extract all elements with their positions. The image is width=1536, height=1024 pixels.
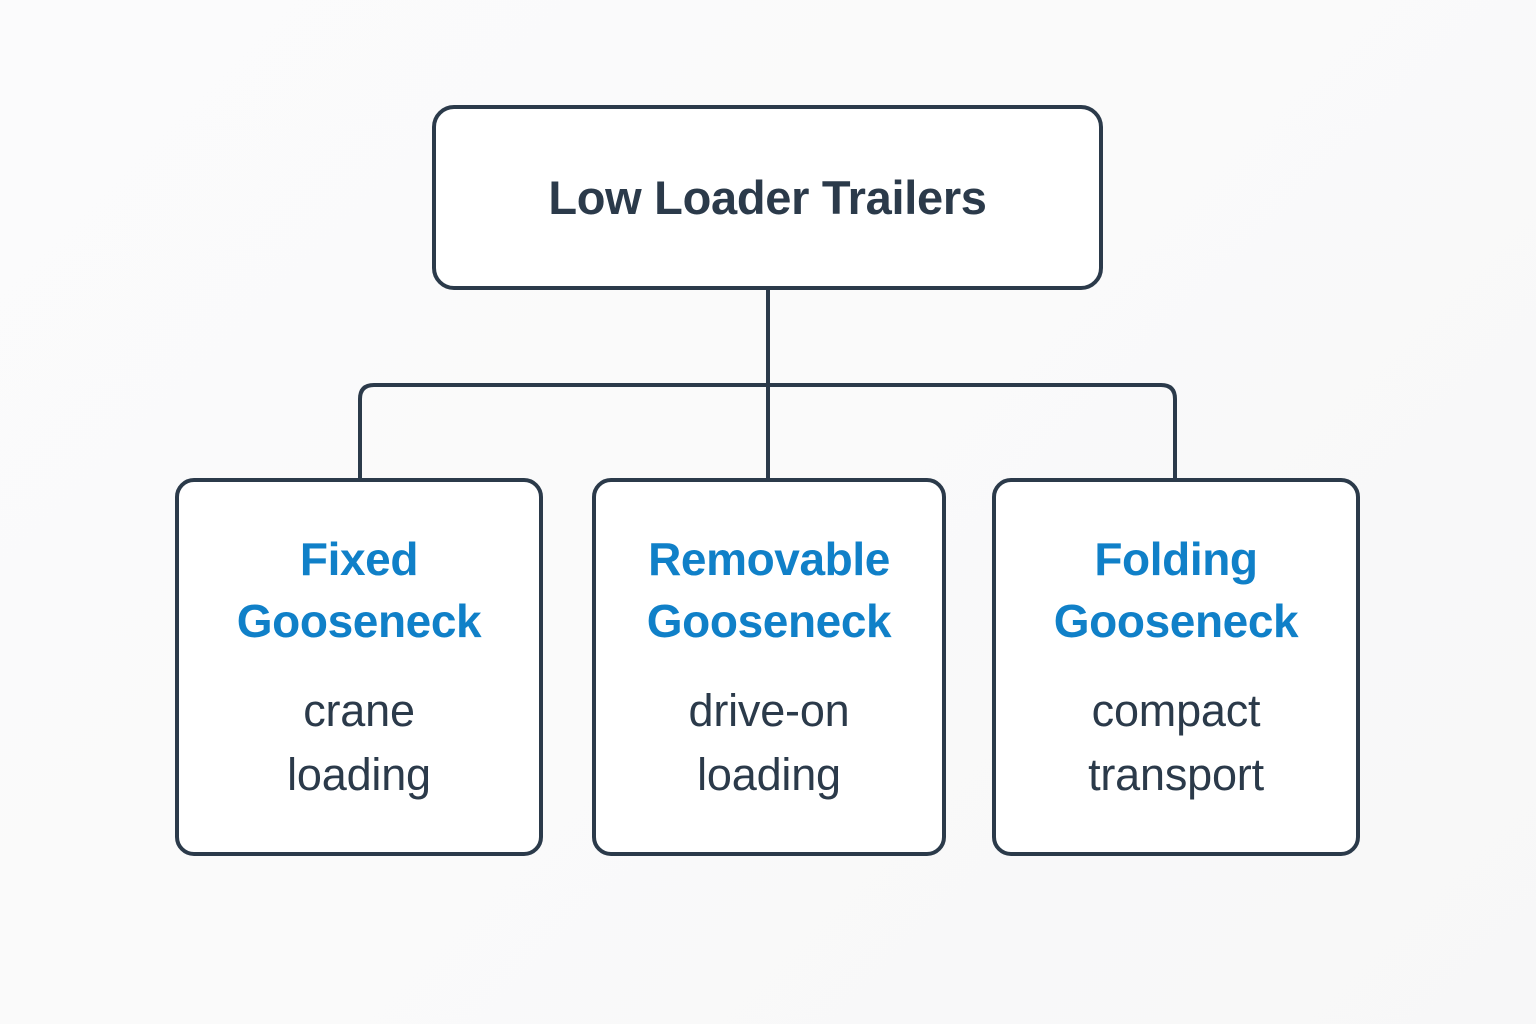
child-node-heading: Removable Gooseneck <box>646 528 892 653</box>
child-node-heading-line-2: Gooseneck <box>1053 595 1299 648</box>
child-node-caption-line-2: transport <box>1088 748 1264 800</box>
child-node-heading-line-1: Removable <box>648 532 890 585</box>
child-node-caption-line-1: compact <box>1091 684 1261 736</box>
child-node-caption: drive-on loading <box>689 679 850 807</box>
root-node-label: Low Loader Trailers <box>548 170 987 224</box>
child-node-caption-line-2: loading <box>697 748 841 800</box>
child-node-caption: compact transport <box>1088 679 1264 807</box>
child-node-caption-line-1: crane <box>303 684 415 736</box>
root-node-low-loader-trailers[interactable]: Low Loader Trailers <box>432 105 1103 290</box>
child-node-heading-line-1: Fixed <box>299 532 419 585</box>
child-node-fixed-gooseneck[interactable]: Fixed Gooseneck crane loading <box>175 478 543 856</box>
child-node-caption-line-2: loading <box>287 748 431 800</box>
connector-left-elbow <box>358 383 768 478</box>
child-node-caption: crane loading <box>287 679 431 807</box>
connector-right-elbow <box>768 383 1177 478</box>
child-node-caption-line-1: drive-on <box>688 684 850 736</box>
child-node-folding-gooseneck[interactable]: Folding Gooseneck compact transport <box>992 478 1360 856</box>
child-node-heading-line-2: Gooseneck <box>236 595 482 648</box>
child-node-removable-gooseneck[interactable]: Removable Gooseneck drive-on loading <box>592 478 946 856</box>
child-node-heading: Folding Gooseneck <box>1053 528 1299 653</box>
child-node-heading-line-2: Gooseneck <box>646 595 892 648</box>
child-node-heading: Fixed Gooseneck <box>236 528 482 653</box>
child-node-heading-line-1: Folding <box>1094 532 1258 585</box>
